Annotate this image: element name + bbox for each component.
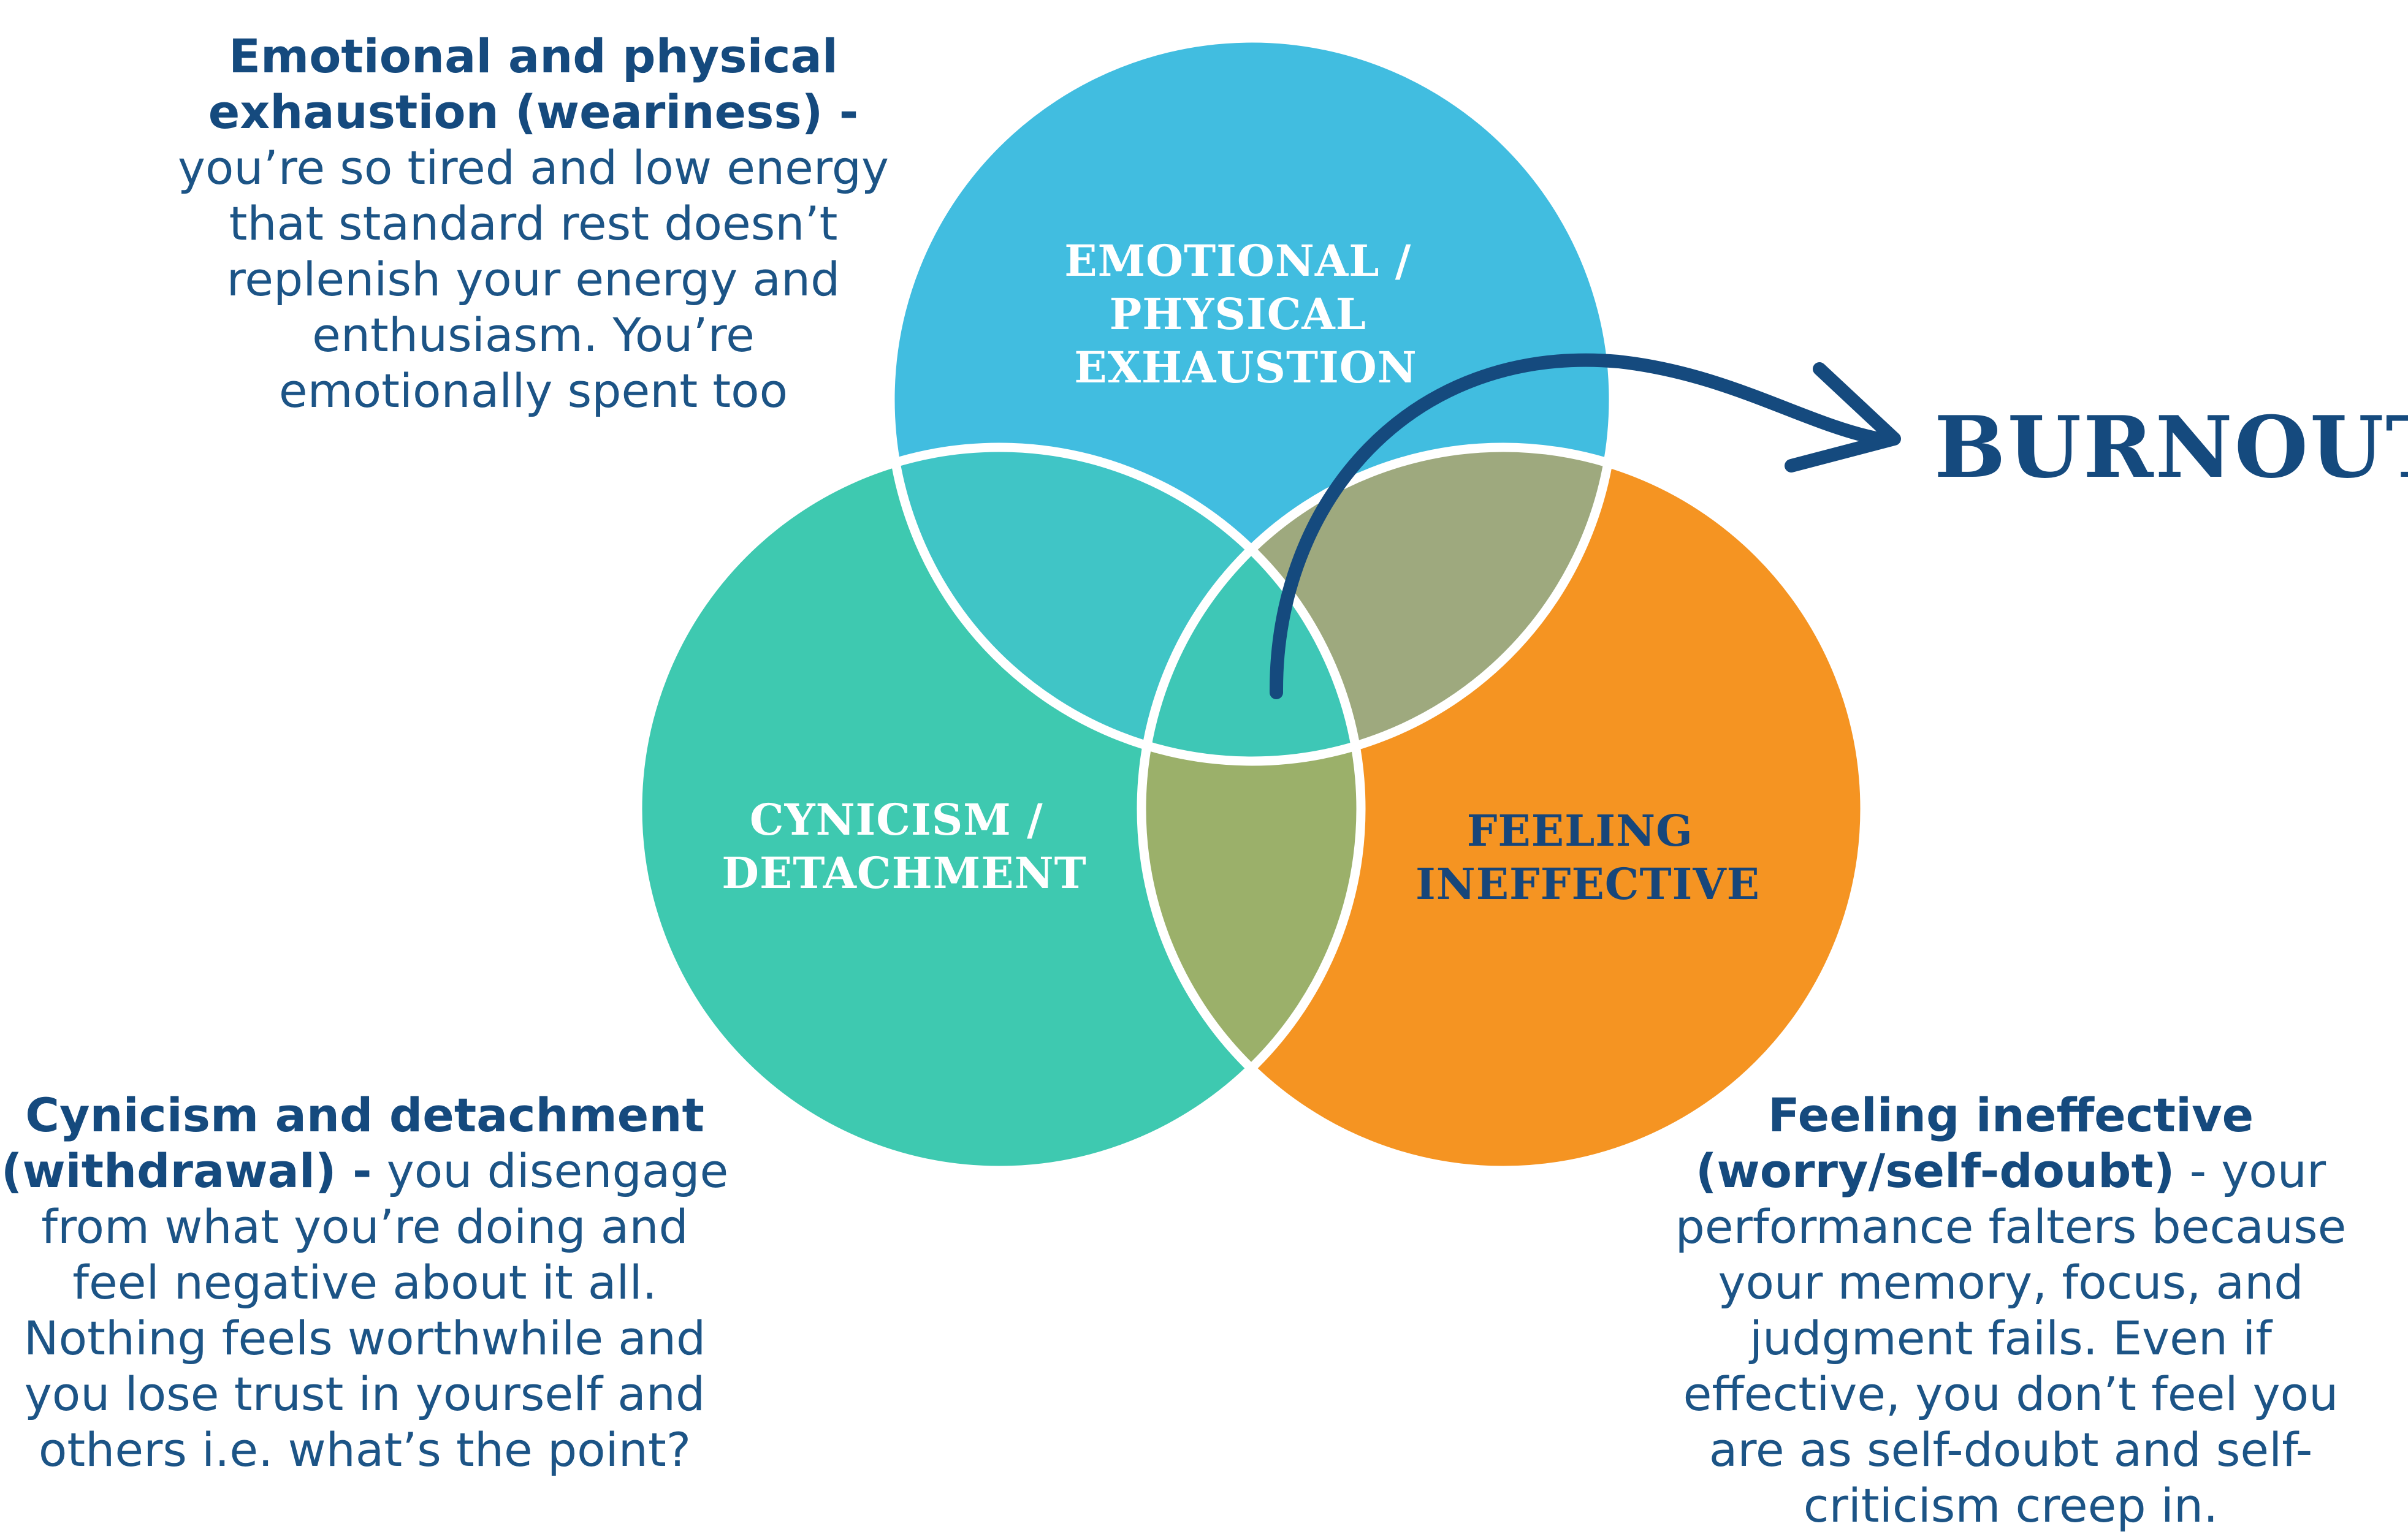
burnout-label: BURNOUT: [1934, 397, 2408, 497]
exhaustion-description-heading: Emotional and physical exhaustion (weari…: [208, 29, 859, 139]
cynicism-circle-label: CYNICISM / DETACHMENT: [722, 794, 1086, 898]
ineffective-circle-label: FEELING INEFFECTIVE: [1415, 805, 1760, 909]
overlap-exhaustion-ineffective: [1141, 447, 1614, 761]
burnout-arrow: [1269, 353, 1901, 699]
exhaustion-description: Emotional and physical exhaustion (weari…: [166, 28, 901, 419]
exhaustion-circle-label: EMOTIONAL / PHYSICAL EXHAUSTION: [1064, 235, 1427, 393]
ineffective-description-body: performance falters because your memory,…: [1675, 1199, 2347, 1533]
ineffective-description-line2: (worry/self-doubt) - your: [1695, 1144, 2326, 1198]
ineffective-description-heading: Feeling ineffective: [1767, 1088, 2254, 1142]
overlap-exhaustion-cynicism: [890, 447, 1361, 761]
cynicism-description-line2: (withdrawal) - you disengage: [1, 1144, 729, 1198]
exhaustion-description-body: you’re so tired and low energy that stan…: [177, 140, 890, 418]
arrow-head: [1785, 362, 1901, 472]
cynicism-description-body: from what you’re doing and feel negative…: [23, 1199, 706, 1477]
ineffective-description: Feeling ineffective (worry/self-doubt) -…: [1655, 1087, 2366, 1533]
venn-outlines: [633, 33, 1870, 1175]
arrow-shaft: [1269, 353, 1883, 699]
cynicism-description-heading: Cynicism and detachment: [25, 1088, 704, 1142]
cynicism-description: Cynicism and detachment (withdrawal) - y…: [0, 1087, 730, 1478]
